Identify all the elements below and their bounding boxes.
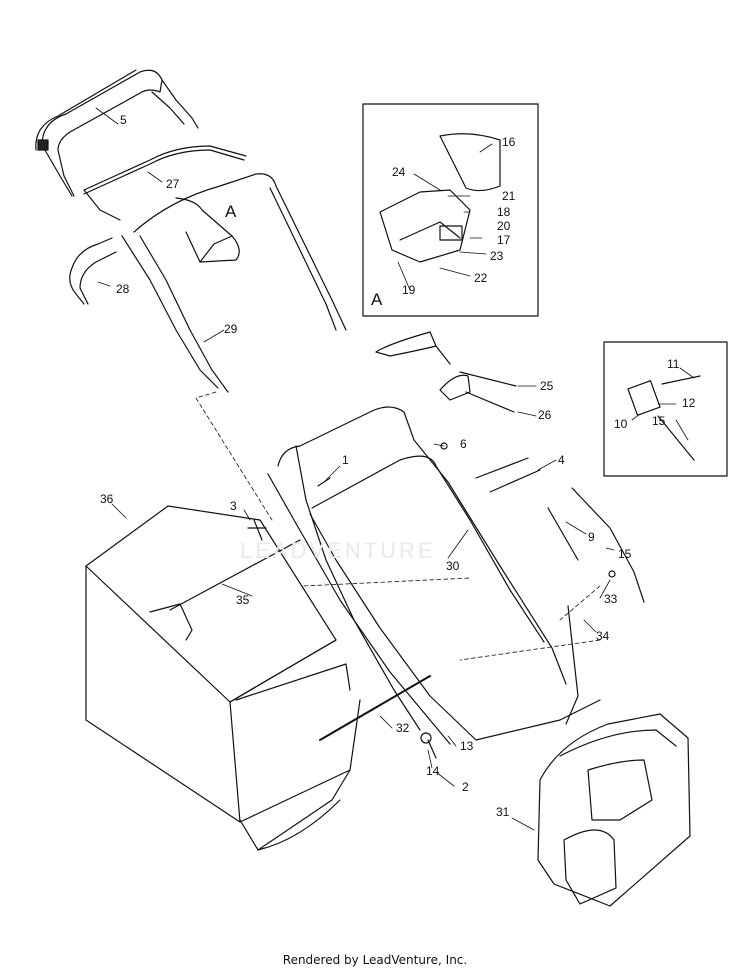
discharge-deflector: [537, 713, 691, 907]
callout-11: 11: [667, 357, 680, 371]
callout-31: 31: [496, 805, 510, 819]
callout-27: 27: [166, 177, 180, 191]
callout-9: 9: [588, 530, 595, 544]
callout-12: 12: [682, 396, 696, 410]
inset-frame-a: [362, 103, 539, 317]
lower-handle: [267, 406, 601, 745]
grass-bag: [85, 505, 361, 851]
control-levers: [375, 331, 517, 413]
callout-22: 22: [474, 271, 488, 285]
detail-label-a: A: [225, 202, 237, 221]
callout-5: 5: [120, 113, 127, 127]
inset-frame-switch: [603, 341, 728, 477]
callout-14: 14: [426, 764, 440, 778]
callout-13: 13: [460, 739, 474, 753]
callout-15-inset: 15: [652, 414, 666, 428]
upper-handle-grip: [35, 69, 199, 197]
callout-2: 2: [462, 780, 469, 794]
cable-15: [571, 487, 645, 603]
cable-4a: [475, 457, 529, 479]
callout-24: 24: [392, 165, 406, 179]
callout-34: 34: [596, 629, 610, 643]
hardware: [247, 442, 616, 759]
inset-label-a: A: [371, 290, 383, 309]
bail-wire: [83, 145, 247, 191]
axle-rod: [319, 675, 431, 741]
callout-10: 10: [614, 417, 628, 431]
cable-4b: [489, 469, 541, 493]
callout-36: 36: [100, 492, 114, 506]
frame-rod: [169, 539, 301, 611]
callout-3: 3: [230, 499, 237, 513]
bag-handle: [149, 603, 193, 641]
callout-17: 17: [497, 233, 511, 247]
callout-leaders: [95, 107, 695, 831]
callout-21: 21: [502, 189, 516, 203]
callout-6: 6: [460, 437, 467, 451]
footer-credit: Rendered by LeadVenture, Inc.: [282, 953, 468, 967]
callout-28: 28: [116, 282, 130, 296]
callout-26: 26: [538, 408, 552, 422]
rod-34: [565, 605, 579, 725]
callout-1: 1: [342, 453, 349, 467]
callout-33: 33: [604, 592, 618, 606]
callout-19: 19: [402, 283, 416, 297]
callout-20: 20: [497, 219, 511, 233]
callout-29: 29: [224, 322, 238, 336]
inset-a-parts: [379, 133, 501, 263]
callout-15: 15: [618, 547, 632, 561]
watermark: LEADVENTURE: [240, 538, 436, 563]
cable-9: [547, 507, 579, 561]
callout-35: 35: [236, 593, 250, 607]
callout-30: 30: [446, 559, 460, 573]
hose: [69, 237, 117, 305]
callout-25: 25: [540, 379, 554, 393]
upper-handle-frame: [121, 173, 347, 393]
callout-18: 18: [497, 205, 511, 219]
callout-16: 16: [502, 135, 516, 149]
callout-23: 23: [490, 249, 504, 263]
callout-32: 32: [396, 721, 410, 735]
callout-4: 4: [558, 453, 565, 467]
